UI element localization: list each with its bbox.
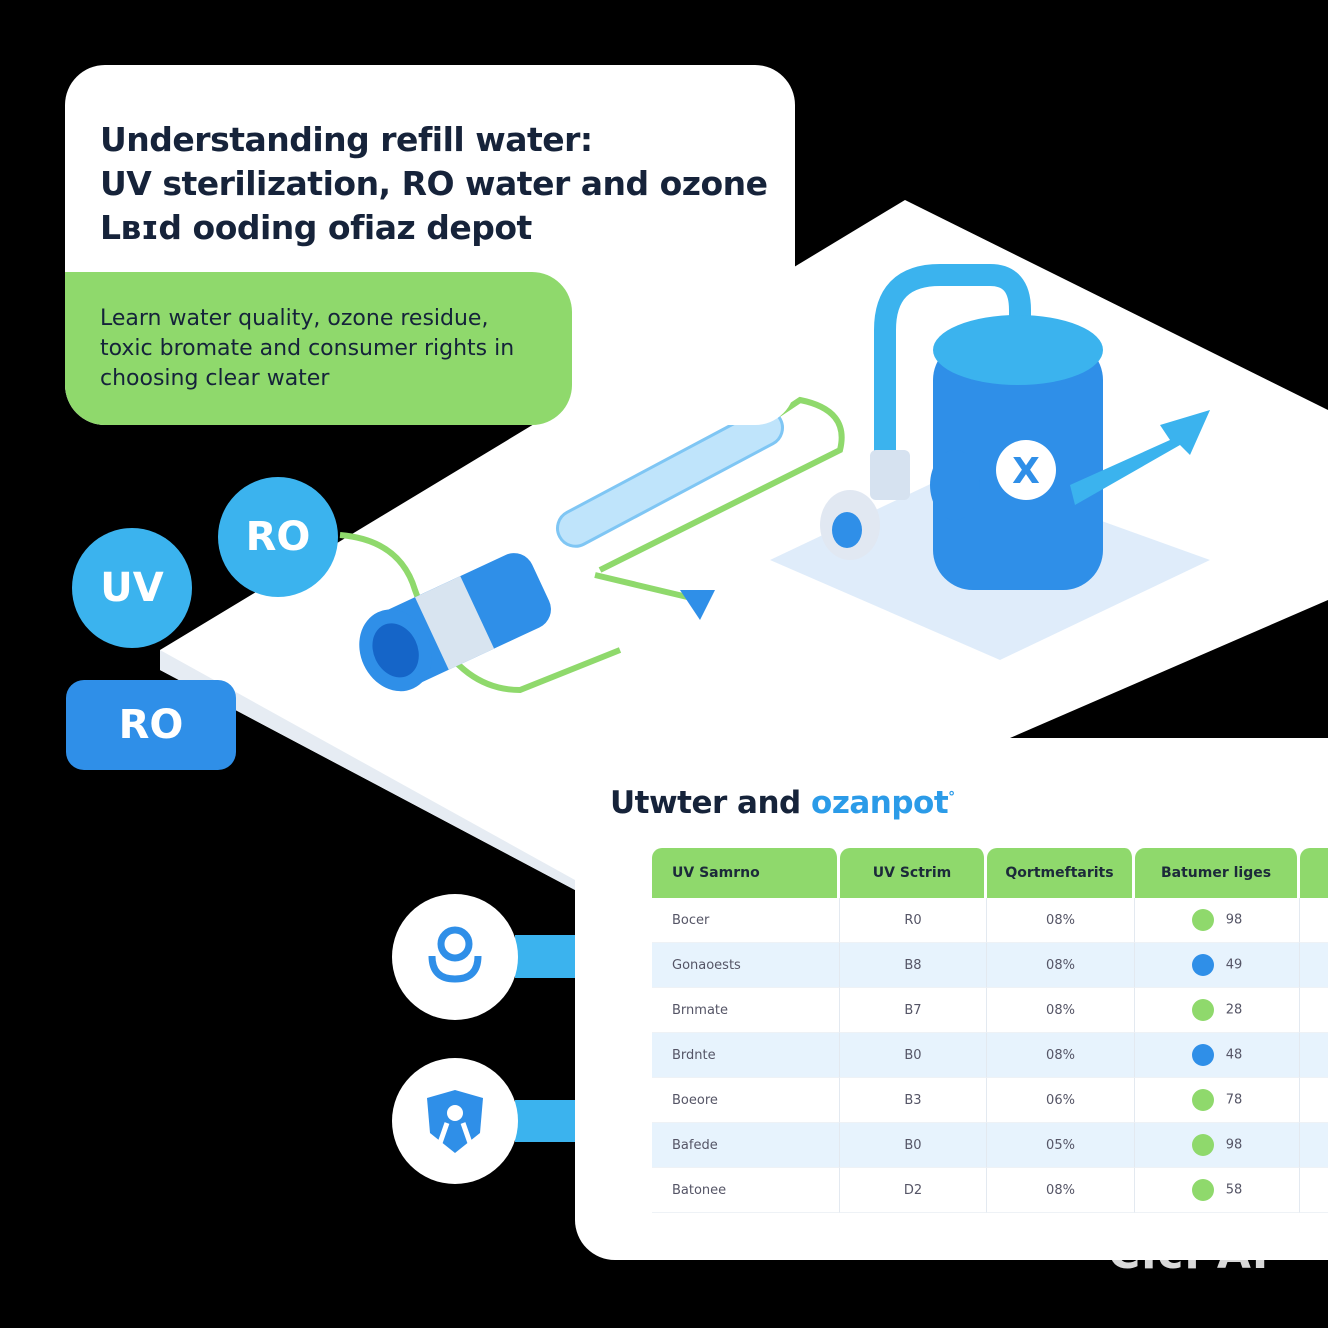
cell-code: B0 bbox=[840, 1123, 987, 1168]
cell-name: Brdnte bbox=[652, 1033, 840, 1078]
watermark: Cici AI bbox=[1108, 1228, 1270, 1279]
col-header bbox=[1300, 848, 1328, 898]
svg-text:X: X bbox=[1012, 451, 1040, 492]
ro-badge: RO bbox=[218, 477, 338, 597]
cell-name: Bocer bbox=[652, 898, 840, 943]
cell-percent: 08% bbox=[987, 1168, 1135, 1213]
cell-name: Brnmate bbox=[652, 988, 840, 1033]
cell-name: Gonaoests bbox=[652, 943, 840, 988]
subtitle-box bbox=[65, 272, 572, 425]
table-row: Bocer R0 08% 98 bbox=[652, 898, 1328, 943]
cell-extra bbox=[1300, 1033, 1328, 1078]
status-icon bbox=[1191, 909, 1214, 931]
cell-rating: 48 bbox=[1135, 1033, 1300, 1078]
title-line-3: Lʙɪd ooding ofiaz depot bbox=[100, 208, 532, 247]
rating-value: 98 bbox=[1225, 912, 1243, 928]
cell-name: Boeore bbox=[652, 1078, 840, 1123]
cell-percent: 06% bbox=[987, 1078, 1135, 1123]
data-table: UV Samrno UV Sctrim Qortmeftarits Batume… bbox=[652, 848, 1328, 1213]
platform-edge bbox=[160, 650, 575, 890]
cell-rating: 98 bbox=[1135, 898, 1300, 943]
subtitle: Learn water quality, ozone residue, toxi… bbox=[100, 306, 515, 391]
table-row: Batonee D2 08% 58 bbox=[652, 1168, 1328, 1213]
uv-badge: UV bbox=[72, 528, 192, 648]
cell-percent: 05% bbox=[987, 1123, 1135, 1168]
cell-rating: 98 bbox=[1135, 1123, 1300, 1168]
cell-extra bbox=[1300, 898, 1328, 943]
title-line-2: UV sterilization, RO water and ozone bbox=[100, 164, 768, 203]
table-row: Brdnte B0 08% 48 bbox=[652, 1033, 1328, 1078]
rating-value: 48 bbox=[1225, 1047, 1243, 1063]
cell-percent: 08% bbox=[987, 943, 1135, 988]
cell-percent: 08% bbox=[987, 1033, 1135, 1078]
cell-extra bbox=[1300, 1078, 1328, 1123]
table-card-title: Utwter and ozanpot° bbox=[610, 785, 955, 821]
shield-icon bbox=[427, 1090, 483, 1153]
cell-rating: 58 bbox=[1135, 1168, 1300, 1213]
col-header: UV Sctrim bbox=[840, 848, 987, 898]
table-row: Boeore B3 06% 78 bbox=[652, 1078, 1328, 1123]
cell-code: B0 bbox=[840, 1033, 987, 1078]
status-icon bbox=[1191, 999, 1214, 1021]
rating-value: 28 bbox=[1225, 1002, 1243, 1018]
table-row: Bafede B0 05% 98 bbox=[652, 1123, 1328, 1168]
top-pipe bbox=[874, 264, 1031, 470]
title-mark: ° bbox=[948, 789, 955, 806]
ro-button[interactable]: RO bbox=[66, 680, 236, 770]
cell-code: R0 bbox=[840, 898, 987, 943]
status-icon bbox=[1191, 1179, 1214, 1201]
green-arrow-path bbox=[594, 396, 845, 603]
title-part-1: Utwter and bbox=[610, 785, 812, 821]
col-header: Batumer liges bbox=[1135, 848, 1300, 898]
table-row: Gonaoests B8 08% 49 bbox=[652, 943, 1328, 988]
cell-extra bbox=[1300, 1123, 1328, 1168]
page-title: Understanding refill water: UV steriliza… bbox=[100, 118, 780, 250]
title-part-2: ozanpot bbox=[811, 785, 949, 821]
rating-value: 58 bbox=[1225, 1182, 1243, 1198]
cell-code: B8 bbox=[840, 943, 987, 988]
ro-filter bbox=[359, 553, 551, 692]
status-icon bbox=[1191, 1044, 1214, 1066]
cell-rating: 78 bbox=[1135, 1078, 1300, 1123]
cell-name: Bafede bbox=[652, 1123, 840, 1168]
cell-extra bbox=[1300, 1168, 1328, 1213]
user-icon bbox=[428, 926, 482, 983]
cell-code: B3 bbox=[840, 1078, 987, 1123]
shield-icon-circle bbox=[392, 1058, 518, 1184]
tank-logo-icon bbox=[996, 440, 1056, 500]
cell-rating: 28 bbox=[1135, 988, 1300, 1033]
cell-code: B7 bbox=[840, 988, 987, 1033]
status-icon bbox=[1191, 954, 1214, 976]
col-header: UV Samrno bbox=[652, 848, 840, 898]
title-line-1: Understanding refill water: bbox=[100, 120, 593, 159]
user-icon-circle bbox=[392, 894, 518, 1020]
rating-value: 49 bbox=[1225, 957, 1243, 973]
cell-code: D2 bbox=[840, 1168, 987, 1213]
cell-extra bbox=[1300, 943, 1328, 988]
cell-percent: 08% bbox=[987, 898, 1135, 943]
cell-extra bbox=[1300, 988, 1328, 1033]
uv-tube bbox=[556, 408, 784, 548]
flow-arrow bbox=[680, 590, 715, 620]
rating-value: 78 bbox=[1225, 1092, 1243, 1108]
table-row: Brnmate B7 08% 28 bbox=[652, 988, 1328, 1033]
output-arrow bbox=[1070, 410, 1210, 505]
cell-percent: 08% bbox=[987, 988, 1135, 1033]
col-header: Qortmeftarits bbox=[987, 848, 1135, 898]
status-icon bbox=[1191, 1089, 1214, 1111]
cell-name: Batonee bbox=[652, 1168, 840, 1213]
cell-rating: 49 bbox=[1135, 943, 1300, 988]
status-icon bbox=[1191, 1134, 1214, 1156]
rating-value: 98 bbox=[1225, 1137, 1243, 1153]
